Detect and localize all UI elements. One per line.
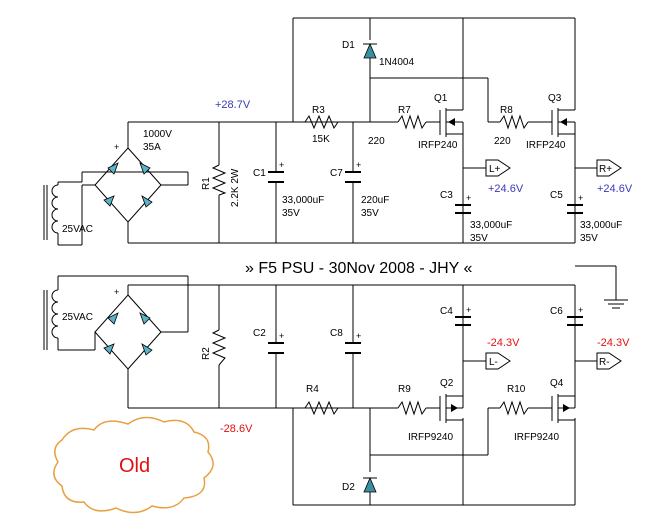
svg-text:+: + [279,331,284,341]
c1-value: 33,000uF [282,195,324,206]
resistor-r8: R8 220 [494,105,552,147]
svg-text:+: + [114,142,119,152]
capacitor-c7: + C7 220uF 35V [330,160,389,219]
q2-label: Q2 [440,378,454,389]
resistor-r3: R3 15K [293,105,339,145]
diode-d2: D2 [342,476,377,493]
mosfet-q1: Q1 IRFP240 [418,93,464,151]
svg-text:+: + [114,287,119,297]
capacitor-c1: + C1 33,000uF 35V [253,160,324,219]
resistor-r4: R4 [304,384,339,416]
schematic-title: » F5 PSU - 30Nov 2008 - JHY « [245,260,472,277]
resistor-r10: R10 [499,384,552,416]
c7-voltage: 35V [361,208,379,219]
svg-text:+: + [466,193,471,203]
d1-label: D1 [342,40,355,51]
c3-voltage: 35V [470,233,488,244]
c2-label: C2 [253,328,266,339]
mosfet-q4: Q4 IRFP9240 [514,378,576,443]
diode-d1: D1 1N4004 [342,40,414,68]
svg-text:+: + [279,160,284,170]
d1-part: 1N4004 [379,57,414,68]
c6-label: C6 [550,306,563,317]
wiring [128,17,628,506]
r4-label: R4 [306,384,319,395]
svg-text:L+: L+ [489,164,501,175]
c1-voltage: 35V [282,208,300,219]
r1-value: 2.2K 2W [230,168,241,207]
c8-label: C8 [330,328,343,339]
r3-label: R3 [312,105,325,116]
capacitor-c6: + C6 [550,305,583,326]
svg-text:+: + [356,331,361,341]
r-minus-voltage: -24.3V [597,337,630,349]
d2-label: D2 [342,482,355,493]
r3-value: 15K [312,134,330,145]
resistor-r1: R1 2.2K 2W [201,164,241,207]
resistor-r7: R7 220 [368,105,440,147]
resistor-r9: R9 [397,384,440,416]
svg-text:+: + [466,305,471,315]
c1-label: C1 [253,168,266,179]
bridge-voltage-label: 1000V [143,129,172,140]
secondary-top-label: 25VAC [62,224,93,235]
l-plus-voltage: +24.6V [488,183,524,195]
svg-text:R+: R+ [599,164,612,175]
capacitor-c4: + C4 [440,305,471,326]
r-plus-voltage: +24.6V [597,183,633,195]
output-r-plus: R+ [596,159,622,177]
r10-label: R10 [507,384,526,395]
r1-label: R1 [201,177,212,190]
old-label: Old [119,455,150,477]
q2-part: IRFP9240 [408,432,453,443]
c3-value: 33,000uF [470,220,512,231]
q3-label: Q3 [548,93,562,104]
old-stamp-cloud [53,416,214,514]
svg-text:L-: L- [489,357,498,368]
q1-part: IRFP240 [418,140,458,151]
capacitor-c2: + C2 [253,328,284,354]
c3-label: C3 [440,190,453,201]
pos-raw-voltage: +28.7V [215,99,251,111]
r8-label: R8 [500,105,513,116]
c7-value: 220uF [361,195,389,206]
q3-part: IRFP240 [526,140,566,151]
r7-label: R7 [398,105,411,116]
bridge-rectifier-bottom: + [94,285,189,408]
mosfet-q3: Q3 IRFP240 [526,93,576,151]
c5-value: 33,000uF [580,220,622,231]
output-l-plus: L+ [485,159,511,177]
svg-text:+: + [578,193,583,203]
l-minus-voltage: -24.3V [487,337,520,349]
svg-text:R-: R- [599,357,610,368]
c4-label: C4 [440,306,453,317]
mosfet-q2: Q2 IRFP9240 [408,378,464,443]
c5-label: C5 [550,190,563,201]
output-r-minus: R- [596,352,622,370]
transformer-top: 25VAC [43,171,189,246]
bridge-current-label: 35A [143,142,161,153]
capacitor-c3: + C3 33,000uF 35V [440,168,512,244]
r8-value: 220 [494,136,511,147]
secondary-bottom-label: 25VAC [62,312,93,323]
r2-label: R2 [201,347,212,360]
output-l-minus: L- [485,352,511,370]
svg-text:+: + [578,305,583,315]
capacitor-c5: + C5 33,000uF 35V [550,190,622,244]
c5-voltage: 35V [580,233,598,244]
transformer-bottom: 25VAC [43,275,189,351]
resistor-r2: R2 [201,329,227,366]
q4-part: IRFP9240 [514,432,559,443]
q4-label: Q4 [550,378,564,389]
bridge-rectifier-top: + 1000V 35A [94,122,188,243]
c7-label: C7 [330,168,343,179]
neg-raw-voltage: -28.6V [220,423,253,435]
r7-value: 220 [368,136,385,147]
r9-label: R9 [398,384,411,395]
svg-text:+: + [356,160,361,170]
q1-label: Q1 [434,93,448,104]
capacitor-c8: + C8 [330,328,361,354]
